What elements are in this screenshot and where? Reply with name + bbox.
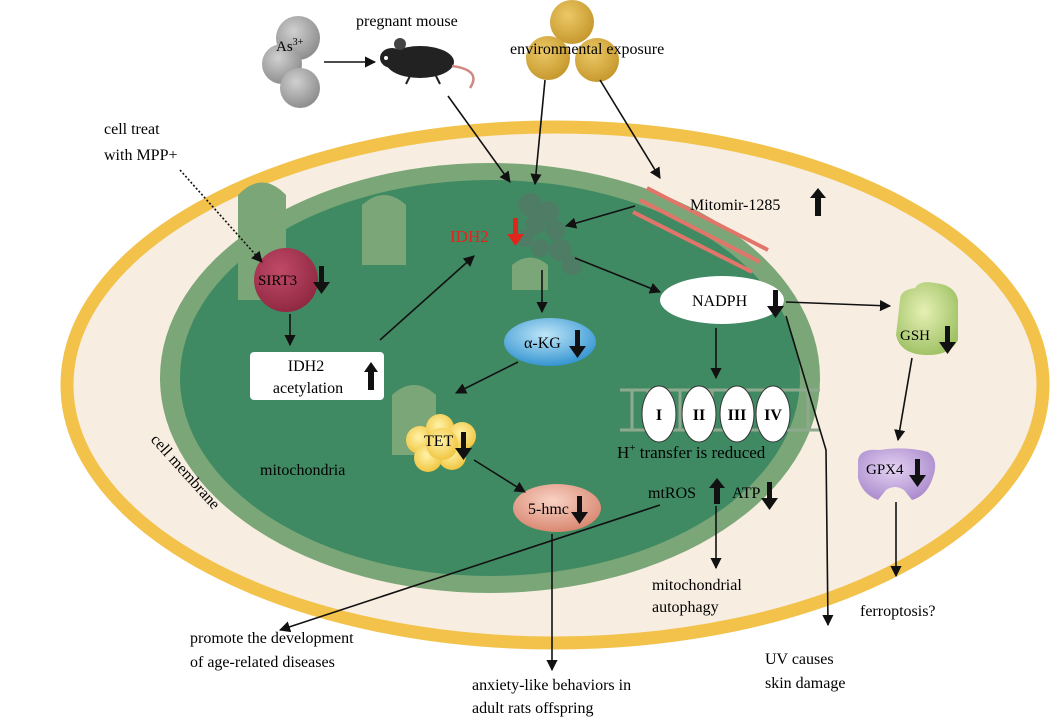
promote-development-label: promote the development of age-related d… [190,630,358,671]
nadph-down-arrow [767,290,784,318]
arrow-akg-to-tet [454,361,519,394]
ferroptosis-label: ferroptosis? [860,603,936,620]
pregnant-mouse-label: pregnant mouse [356,13,458,30]
arsenic-label: As3+ [276,37,304,55]
mouse-icon [380,38,475,89]
sirt3-label: SIRT3 [258,273,297,289]
akg-node [504,318,596,366]
complex-iv [755,385,791,443]
indicator-arrows [313,188,956,524]
nadph-node [660,276,784,324]
nadph-label: NADPH [692,293,748,310]
arrow-mouse-to-idh2 [447,95,511,183]
arrow-tet-to-hmc [473,459,526,493]
sirt3-node [254,248,318,312]
complex-i [641,385,677,443]
mitomir-up-arrow [810,188,826,216]
mitochondria-label: mitochondria [260,462,345,479]
mtros-label: mtROS [648,485,696,502]
mito-autophagy-label: mitochondrial autophagy [652,577,746,616]
tet-down-arrow [455,432,472,460]
arrow-celltreat-to-sirt3 [179,169,263,263]
idh2-acetylation-box [250,352,384,400]
idh2-label: IDH2 [450,227,489,246]
hmc-label: 5-hmc [528,501,569,518]
arrow-nadph-to-uv [785,315,834,627]
arrows [179,56,913,672]
arrow-mitomir-to-idh2 [564,205,636,229]
akg-label: α-KG [524,335,561,352]
arrow-idh2-to-nadph [574,257,662,294]
mitomir-strands [632,186,769,274]
idh2-enzyme-shape [516,193,582,275]
complex-i-label: I [656,407,662,424]
complex-iii [719,385,755,443]
environmental-spheres [526,0,619,82]
gsh-node [896,282,958,356]
arrow-acetylation-to-idh2 [379,255,475,341]
arsenic-spheres [262,16,320,108]
gpx4-down-arrow [909,459,926,487]
gsh-label: GSH [900,328,930,344]
gpx4-label: GPX4 [866,462,904,478]
arrow-env-to-idh2 [530,79,546,186]
mitomir-label: Mitomir-1285 [690,197,780,214]
complex-ii [681,385,717,443]
atp-label: ATP [732,485,761,502]
environmental-exposure-label: environmental exposure [510,41,664,58]
atp-down-arrow [761,482,778,510]
anxiety-label: anxiety-like behaviors in adult rats off… [472,677,635,717]
arrow-mtros-to-promote [278,504,661,633]
arrow-nadph-to-gsh [785,300,892,312]
uv-label: UV causes skin damage [765,651,845,692]
acetylation-up-arrow [364,362,378,390]
h-transfer-label: H+ transfer is reduced [617,442,766,462]
akg-down-arrow [569,330,586,358]
hmc-down-arrow [571,496,588,524]
arrow-gsh-to-gpx4 [894,357,913,442]
idh2-down-arrow [507,218,524,246]
complex-iv-label: IV [764,407,782,424]
sirt3-down-arrow [313,266,330,294]
cell-treat-label: cell treat with MPP+ [104,121,178,164]
complex-iii-label: III [728,407,747,424]
arrow-env-to-mitomir [599,79,661,179]
idh2-acetylation-label: IDH2 acetylation [273,358,343,397]
gsh-down-arrow [939,326,956,354]
tet-label: TET [424,433,454,450]
mitochondrion-inner [180,180,800,576]
tet-node [406,414,476,472]
complex-ii-label: II [693,407,705,424]
mtros-up-arrow [709,478,725,504]
